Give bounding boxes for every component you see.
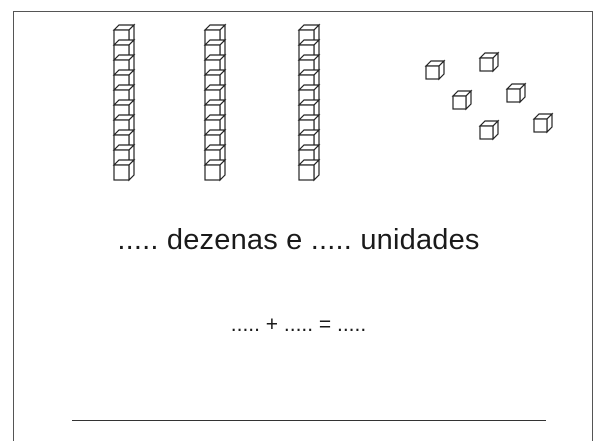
- ten-rod: [114, 25, 134, 180]
- unit-cube: [453, 91, 471, 109]
- base-ten-blocks: [0, 0, 597, 200]
- ten-rods-group: [114, 25, 319, 180]
- answer-line: [72, 420, 546, 421]
- unit-cube: [480, 53, 498, 71]
- unit-cube: [507, 84, 525, 102]
- unit-cube: [534, 114, 552, 132]
- unit-cube: [426, 61, 444, 79]
- unit-cube: [480, 121, 498, 139]
- addition-equation: ..... + ..... = .....: [0, 313, 597, 337]
- unit-cubes-group: [426, 53, 552, 139]
- ten-rod: [205, 25, 225, 180]
- ten-rod: [299, 25, 319, 180]
- tens-units-statement: ..... dezenas e ..... unidades: [0, 224, 597, 257]
